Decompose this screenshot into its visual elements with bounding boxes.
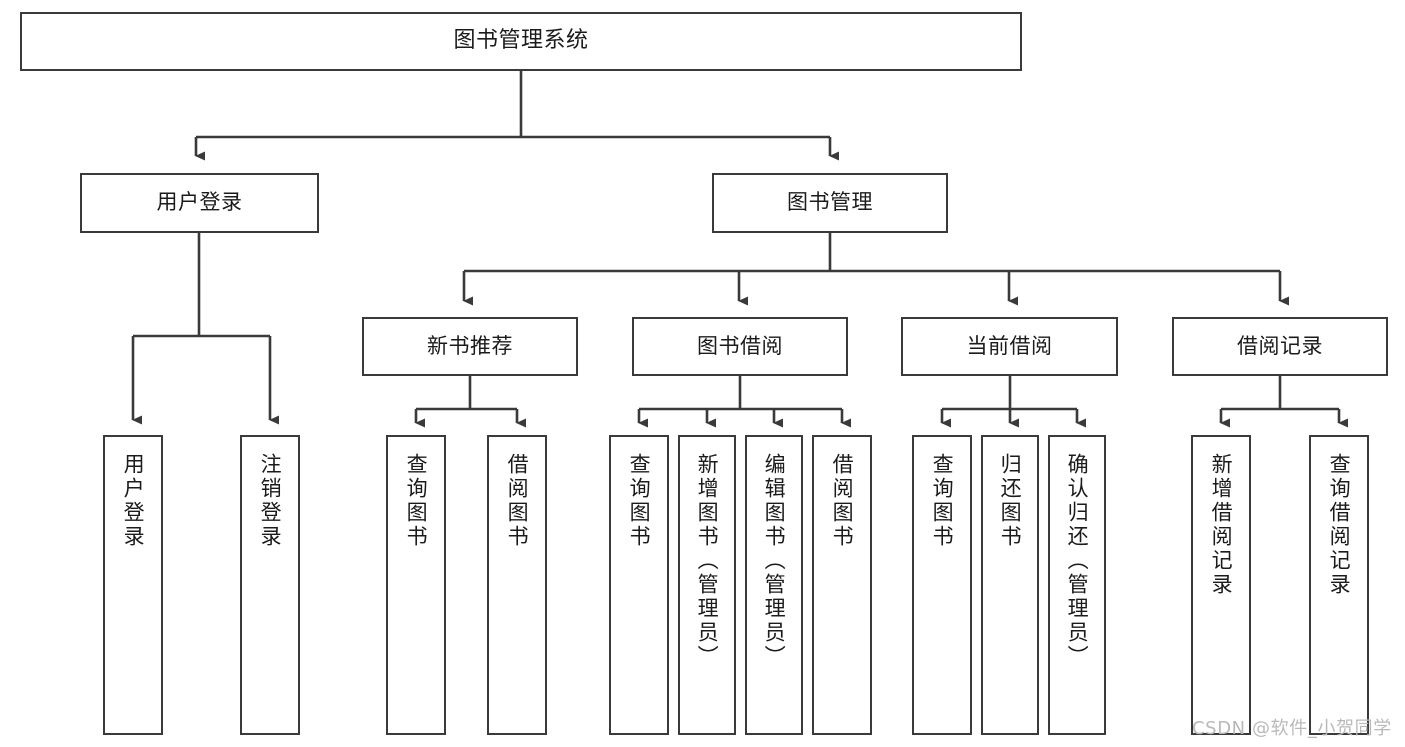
node-label: 图书管理 — [787, 190, 873, 215]
node-label: 查询图书 — [627, 453, 652, 549]
node-book-management[interactable]: 图书管理 — [712, 173, 948, 233]
node-label: 图书借阅 — [697, 333, 783, 358]
node-label: 用户登录 — [121, 453, 146, 549]
node-label: 查询图书 — [930, 453, 955, 549]
node-label: 图书管理系统 — [453, 28, 589, 54]
leaf-record-add-record[interactable]: 新增借阅记录 — [1191, 435, 1251, 735]
leaf-current-query-book[interactable]: 查询图书 — [912, 435, 972, 735]
leaf-borrow-query-book[interactable]: 查询图书 — [609, 435, 669, 735]
node-current-borrow[interactable]: 当前借阅 — [901, 317, 1118, 376]
node-label: 查询借阅记录 — [1327, 453, 1352, 597]
leaf-user-login-login[interactable]: 用户登录 — [103, 435, 163, 735]
node-new-book-recommend[interactable]: 新书推荐 — [362, 317, 578, 376]
node-borrow-record[interactable]: 借阅记录 — [1172, 317, 1388, 376]
node-label: 查询图书 — [404, 453, 429, 549]
node-label: 确认归还（管理员） — [1065, 453, 1090, 669]
watermark-text: CSDN @软件_小贺同学 — [1192, 718, 1392, 739]
leaf-record-query-record[interactable]: 查询借阅记录 — [1309, 435, 1369, 735]
node-label: 当前借阅 — [966, 333, 1053, 358]
node-label: 借阅图书 — [830, 453, 855, 549]
leaf-current-confirm-return-admin[interactable]: 确认归还（管理员） — [1048, 435, 1106, 735]
leaf-borrow-borrow-book[interactable]: 借阅图书 — [812, 435, 872, 735]
leaf-borrow-edit-book-admin[interactable]: 编辑图书（管理员） — [745, 435, 803, 735]
leaf-recommend-query-book[interactable]: 查询图书 — [386, 435, 446, 735]
node-label: 归还图书 — [998, 453, 1023, 549]
leaf-current-return-book[interactable]: 归还图书 — [981, 435, 1039, 735]
leaf-user-login-logout[interactable]: 注销登录 — [240, 435, 300, 735]
node-label: 借阅记录 — [1237, 333, 1323, 358]
leaf-recommend-borrow-book[interactable]: 借阅图书 — [487, 435, 547, 735]
node-user-login[interactable]: 用户登录 — [80, 173, 319, 233]
node-label: 新增借阅记录 — [1209, 453, 1234, 597]
node-root-system[interactable]: 图书管理系统 — [20, 12, 1022, 71]
node-label: 用户登录 — [156, 190, 243, 215]
node-label: 新书推荐 — [427, 333, 513, 358]
node-label: 编辑图书（管理员） — [762, 453, 787, 669]
node-label: 借阅图书 — [505, 453, 530, 549]
node-book-borrow[interactable]: 图书借阅 — [632, 317, 848, 376]
node-label: 新增图书（管理员） — [695, 453, 720, 669]
node-label: 注销登录 — [258, 453, 283, 549]
leaf-borrow-add-book-admin[interactable]: 新增图书（管理员） — [678, 435, 736, 735]
